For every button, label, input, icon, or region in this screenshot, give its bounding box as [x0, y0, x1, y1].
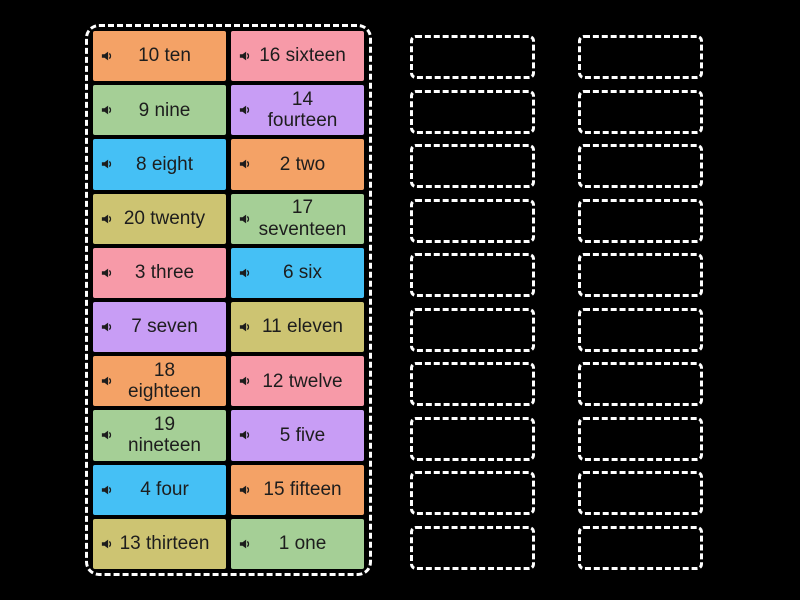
word-tile[interactable]: 12 twelve — [231, 356, 364, 407]
speaker-icon[interactable] — [238, 536, 253, 551]
tile-label: 3 three — [134, 262, 195, 284]
answer-slot[interactable] — [578, 35, 703, 79]
word-tile[interactable]: 17 seventeen — [231, 193, 364, 244]
tile-label: 12 twelve — [262, 370, 343, 392]
word-tile[interactable]: 16 sixteen — [231, 31, 364, 82]
answer-slot[interactable] — [410, 144, 535, 188]
speaker-icon[interactable] — [238, 482, 253, 497]
tile-label: 2 two — [279, 153, 326, 175]
answer-slot[interactable] — [578, 144, 703, 188]
tile-label: 14 fourteen — [267, 88, 338, 132]
word-tile-board: 10 ten 16 sixteen 9 nine 14 fourteen 8 eight… — [85, 24, 372, 576]
word-tile[interactable]: 2 two — [231, 139, 364, 190]
answer-slot[interactable] — [578, 307, 703, 352]
tile-label: 5 five — [279, 424, 326, 446]
tile-label: 15 fifteen — [263, 478, 342, 500]
speaker-icon[interactable] — [238, 49, 253, 64]
answer-slot[interactable] — [410, 253, 535, 297]
answer-slot[interactable] — [410, 198, 535, 243]
answer-slot[interactable] — [578, 471, 703, 515]
speaker-icon[interactable] — [100, 265, 115, 280]
word-tile[interactable]: 18 eighteen — [93, 356, 226, 407]
answer-slot[interactable] — [578, 416, 703, 461]
word-tile[interactable]: 10 ten — [93, 31, 226, 82]
speaker-icon[interactable] — [100, 374, 115, 389]
word-tile[interactable]: 11 eleven — [231, 302, 364, 353]
speaker-icon[interactable] — [238, 428, 253, 443]
tile-label: 8 eight — [135, 153, 194, 175]
tile-label: 13 thirteen — [119, 533, 210, 555]
tile-label: 19 nineteen — [128, 414, 201, 457]
tile-label: 1 one — [278, 533, 327, 555]
speaker-icon[interactable] — [100, 211, 115, 226]
tile-label: 9 nine — [138, 99, 191, 121]
tile-label: 10 ten — [138, 45, 191, 67]
speaker-icon[interactable] — [100, 536, 115, 551]
speaker-icon[interactable] — [100, 103, 115, 118]
word-tile[interactable]: 20 twenty — [93, 193, 226, 244]
speaker-icon[interactable] — [238, 211, 253, 226]
speaker-icon[interactable] — [238, 320, 253, 335]
answer-slot[interactable] — [578, 89, 703, 134]
answer-slot[interactable] — [410, 307, 535, 352]
answer-slot[interactable] — [578, 525, 703, 570]
tile-label: 16 sixteen — [259, 45, 346, 67]
word-tile[interactable]: 7 seven — [93, 302, 226, 353]
speaker-icon[interactable] — [238, 374, 253, 389]
tile-label: 6 six — [282, 262, 323, 284]
answer-slot[interactable] — [410, 416, 535, 461]
word-tile[interactable]: 1 one — [231, 518, 364, 569]
speaker-icon[interactable] — [238, 103, 253, 118]
tile-label: 20 twenty — [123, 207, 206, 229]
answer-column-1 — [410, 35, 535, 570]
answer-slot[interactable] — [410, 525, 535, 570]
word-tile[interactable]: 13 thirteen — [93, 518, 226, 569]
tile-label: 7 seven — [131, 316, 198, 338]
word-tile[interactable]: 5 five — [231, 410, 364, 461]
answer-slot[interactable] — [410, 362, 535, 406]
answer-column-2 — [578, 35, 703, 570]
speaker-icon[interactable] — [238, 265, 253, 280]
answer-slot[interactable] — [410, 35, 535, 79]
word-tile[interactable]: 6 six — [231, 247, 364, 298]
speaker-icon[interactable] — [100, 320, 115, 335]
tile-label: 17 seventeen — [258, 197, 347, 240]
word-tile[interactable]: 4 four — [93, 464, 226, 515]
speaker-icon[interactable] — [100, 482, 115, 497]
word-tile[interactable]: 19 nineteen — [93, 410, 226, 461]
answer-slot[interactable] — [578, 198, 703, 243]
tile-label: 4 four — [140, 478, 189, 500]
speaker-icon[interactable] — [100, 49, 115, 64]
word-tile[interactable]: 14 fourteen — [231, 85, 364, 136]
tile-label: 11 eleven — [262, 316, 343, 338]
answer-slot[interactable] — [578, 253, 703, 297]
word-tile[interactable]: 15 fifteen — [231, 464, 364, 515]
word-tile[interactable]: 8 eight — [93, 139, 226, 190]
speaker-icon[interactable] — [100, 428, 115, 443]
tile-label: 18 eighteen — [128, 359, 201, 403]
word-tile[interactable]: 9 nine — [93, 85, 226, 136]
answer-slot[interactable] — [578, 362, 703, 406]
speaker-icon[interactable] — [238, 157, 253, 172]
word-tile[interactable]: 3 three — [93, 247, 226, 298]
speaker-icon[interactable] — [100, 157, 115, 172]
answer-slot[interactable] — [410, 89, 535, 134]
answer-slot[interactable] — [410, 471, 535, 515]
